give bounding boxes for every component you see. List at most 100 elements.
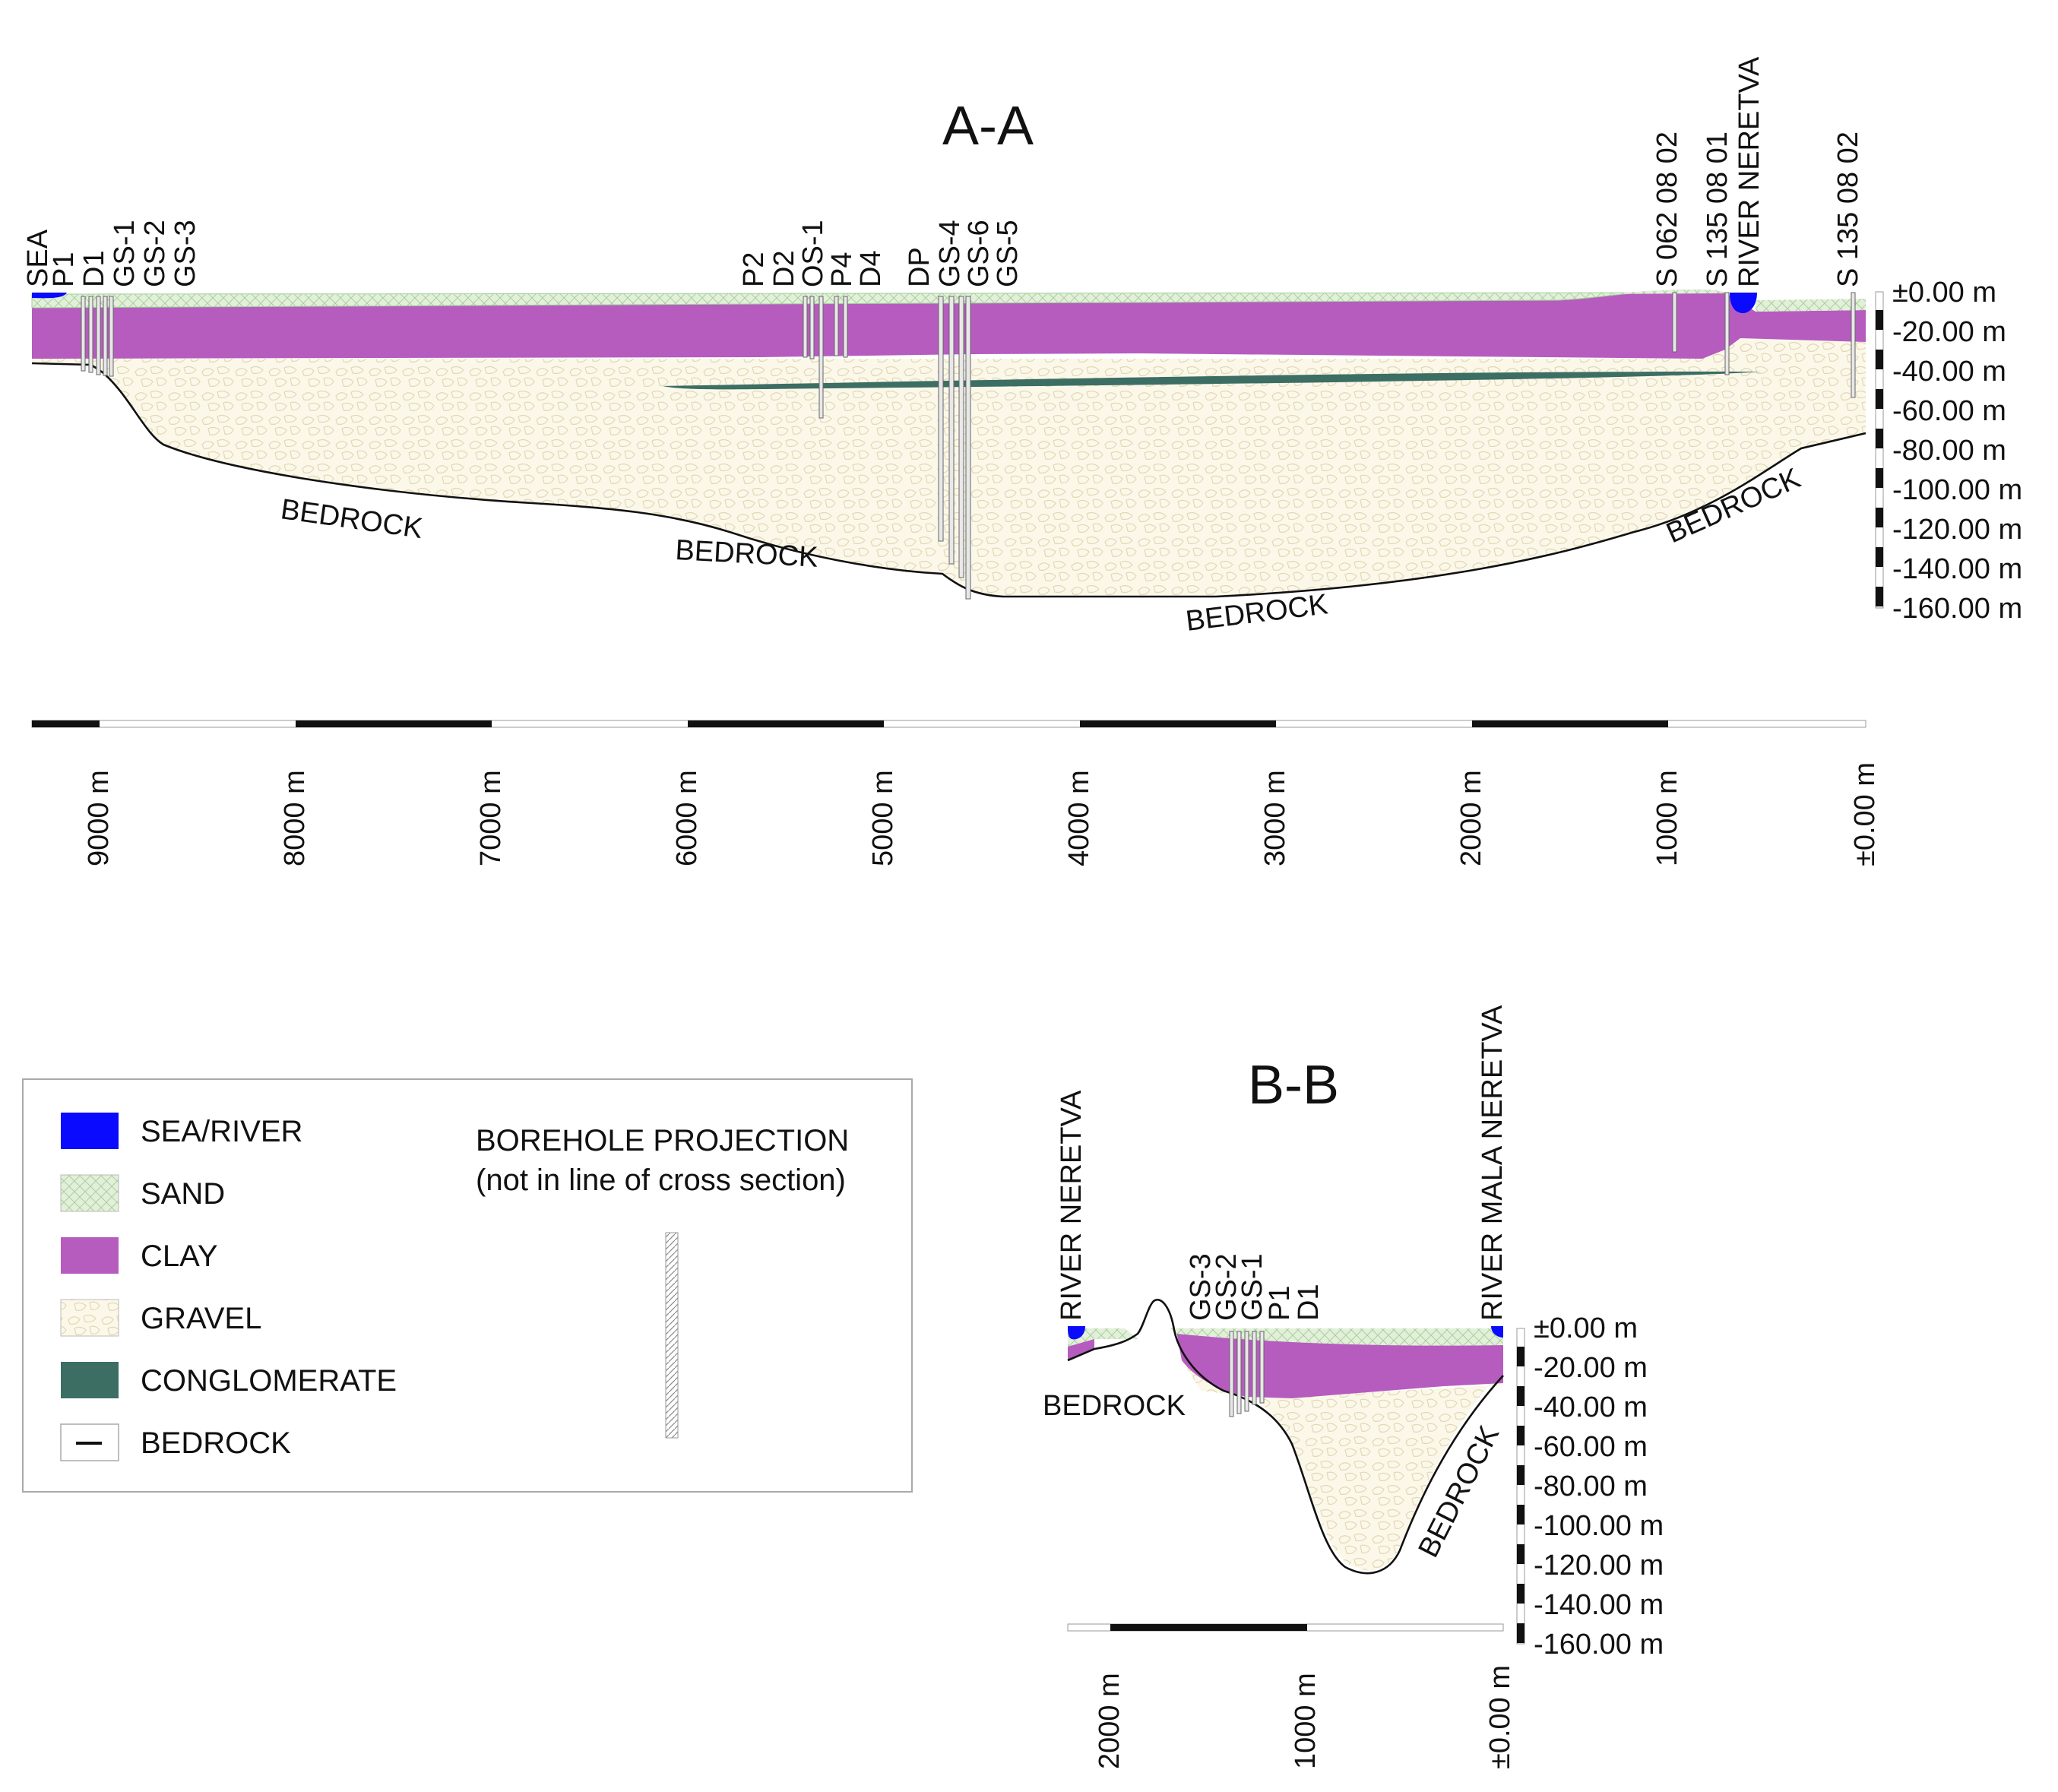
legend-bedrock-line bbox=[76, 1442, 102, 1445]
legend-label-gravel: GRAVEL bbox=[141, 1302, 261, 1335]
legend-projection-title: BOREHOLE PROJECTION bbox=[476, 1124, 849, 1157]
label-river-neretva: RIVER NERETVA bbox=[1733, 56, 1765, 287]
distance-scale-segment bbox=[296, 720, 492, 727]
legend: SEA/RIVER SAND CLAY GRAVEL CONGLOMERATE … bbox=[22, 1078, 913, 1493]
label-gs-3: GS-3 bbox=[1185, 1253, 1217, 1321]
distance-scale-segment bbox=[1472, 720, 1668, 727]
label-p1: P1 bbox=[1264, 1286, 1296, 1321]
depth-scale-segment bbox=[1517, 1623, 1525, 1643]
depth-label: -20.00 m bbox=[1892, 316, 2006, 348]
depth-scale-bar bbox=[1516, 1328, 1525, 1645]
depth-label: -20.00 m bbox=[1534, 1352, 1648, 1384]
label-gs-2: GS-2 bbox=[1211, 1253, 1243, 1321]
bb-river-mala-neretva-water bbox=[1491, 1326, 1503, 1338]
borehole-bar bbox=[81, 296, 86, 372]
aa-sand-right bbox=[1756, 299, 1866, 312]
borehole-bar bbox=[109, 296, 114, 377]
borehole-bar bbox=[948, 296, 955, 565]
legend-swatch-sea-river bbox=[61, 1113, 119, 1149]
borehole-bar bbox=[843, 296, 848, 358]
label-dp: DP bbox=[904, 247, 936, 287]
legend-swatch-sand bbox=[60, 1174, 119, 1212]
depth-scale-segment bbox=[1876, 350, 1883, 369]
borehole-bar bbox=[1672, 292, 1677, 353]
section-aa: A-A bbox=[22, 56, 2022, 866]
bb-boreholes bbox=[1229, 1331, 1265, 1417]
legend-label-sand: SAND bbox=[141, 1177, 225, 1211]
distance-label: 5000 m bbox=[867, 770, 899, 866]
depth-label: -160.00 m bbox=[1534, 1629, 1664, 1661]
borehole-bar bbox=[965, 296, 971, 600]
legend-swatch-gravel bbox=[60, 1299, 119, 1337]
borehole-bar bbox=[1259, 1331, 1265, 1404]
depth-scale-segment bbox=[1876, 310, 1883, 330]
distance-label: 4000 m bbox=[1063, 770, 1095, 866]
borehole-bar bbox=[103, 296, 108, 376]
depth-scale-segment bbox=[1517, 1426, 1525, 1445]
depth-label: -40.00 m bbox=[1534, 1391, 1648, 1423]
legend-projection-subtitle: (not in line of cross section) bbox=[476, 1164, 846, 1197]
bb-gravel-layer bbox=[1182, 1360, 1503, 1571]
aa-sand-strip-left bbox=[1592, 290, 1725, 295]
borehole-bar bbox=[1851, 292, 1856, 398]
aa-sea-water bbox=[32, 293, 67, 299]
distance-label: ±0.00 m bbox=[1849, 762, 1881, 866]
depth-scale-segment bbox=[1517, 1347, 1525, 1366]
distance-label: 6000 m bbox=[671, 770, 703, 866]
depth-label: -140.00 m bbox=[1892, 553, 2022, 585]
legend-label-bedrock: BEDROCK bbox=[141, 1426, 291, 1460]
depth-label: -120.00 m bbox=[1534, 1550, 1664, 1581]
depth-label: -100.00 m bbox=[1534, 1510, 1664, 1542]
depth-label: -120.00 m bbox=[1892, 514, 2022, 546]
bb-bedrock-line bbox=[1067, 1299, 1504, 1575]
section-bb: B-B RIVER NERETVA GS-3 GS-2 GS-1 P1 bbox=[1043, 1005, 1664, 1769]
legend-label-conglomerate: CONGLOMERATE bbox=[141, 1364, 397, 1398]
label-gs-4: GS-4 bbox=[934, 220, 966, 287]
label-gs-3: GS-3 bbox=[169, 220, 201, 287]
aa-borehole-labels: SEA P1 D1 GS-1 GS-2 GS-3 P2 D2 OS-1 P4 D… bbox=[22, 56, 1864, 287]
borehole-bar bbox=[1724, 292, 1730, 375]
bb-top-labels: RIVER NERETVA GS-3 GS-2 GS-1 P1 D1 RIVER… bbox=[1056, 1005, 1509, 1321]
depth-scale-bar bbox=[1875, 291, 1884, 609]
depth-label: -80.00 m bbox=[1892, 435, 2006, 467]
label-gs-5: GS-5 bbox=[992, 220, 1024, 287]
depth-scale-segment bbox=[1517, 1465, 1525, 1485]
borehole-bar bbox=[1229, 1331, 1234, 1417]
aa-river-water bbox=[1730, 293, 1757, 314]
label-s-135-08-02: S 135 08 02 bbox=[1832, 131, 1864, 287]
label-p4: P4 bbox=[826, 252, 858, 287]
bedrock-label: BEDROCK bbox=[1043, 1390, 1186, 1422]
borehole-bar bbox=[1252, 1331, 1257, 1405]
label-d1: D1 bbox=[78, 250, 110, 287]
legend-swatch-clay bbox=[61, 1237, 119, 1274]
depth-label: -140.00 m bbox=[1534, 1589, 1664, 1621]
bb-sand-layer-left bbox=[1068, 1328, 1138, 1347]
aa-conglomerate-lens bbox=[663, 371, 1762, 390]
distance-label: 1000 m bbox=[1651, 770, 1683, 866]
distance-scale-segment bbox=[1110, 1624, 1307, 1631]
label-p1: P1 bbox=[48, 252, 80, 287]
depth-scale-segment bbox=[1876, 468, 1883, 488]
depth-scale-segment bbox=[1517, 1544, 1525, 1564]
bedrock-label: BEDROCK bbox=[675, 534, 819, 574]
borehole-bar bbox=[818, 296, 824, 419]
distance-label: 8000 m bbox=[279, 770, 311, 866]
depth-scale-segment bbox=[1517, 1505, 1525, 1524]
depth-scale-segment bbox=[1517, 1584, 1525, 1604]
depth-label: ±0.00 m bbox=[1534, 1312, 1638, 1344]
legend-label-sea-river: SEA/RIVER bbox=[141, 1115, 302, 1148]
depth-scale-segment bbox=[1876, 429, 1883, 448]
distance-scale-segment bbox=[688, 720, 884, 727]
legend-projection-swatch bbox=[665, 1232, 679, 1439]
label-gs-2: GS-2 bbox=[139, 220, 171, 287]
depth-scale-segment bbox=[1517, 1386, 1525, 1406]
label-d1: D1 bbox=[1293, 1284, 1325, 1321]
depth-scale-segment bbox=[1876, 508, 1883, 527]
borehole-bar bbox=[809, 296, 815, 359]
distance-scale-segment bbox=[32, 720, 100, 727]
distance-label: 2000 m bbox=[1094, 1673, 1126, 1769]
borehole-bar bbox=[96, 296, 101, 375]
label-river-mala-neretva: RIVER MALA NERETVA bbox=[1477, 1005, 1509, 1321]
borehole-bar bbox=[834, 296, 839, 356]
